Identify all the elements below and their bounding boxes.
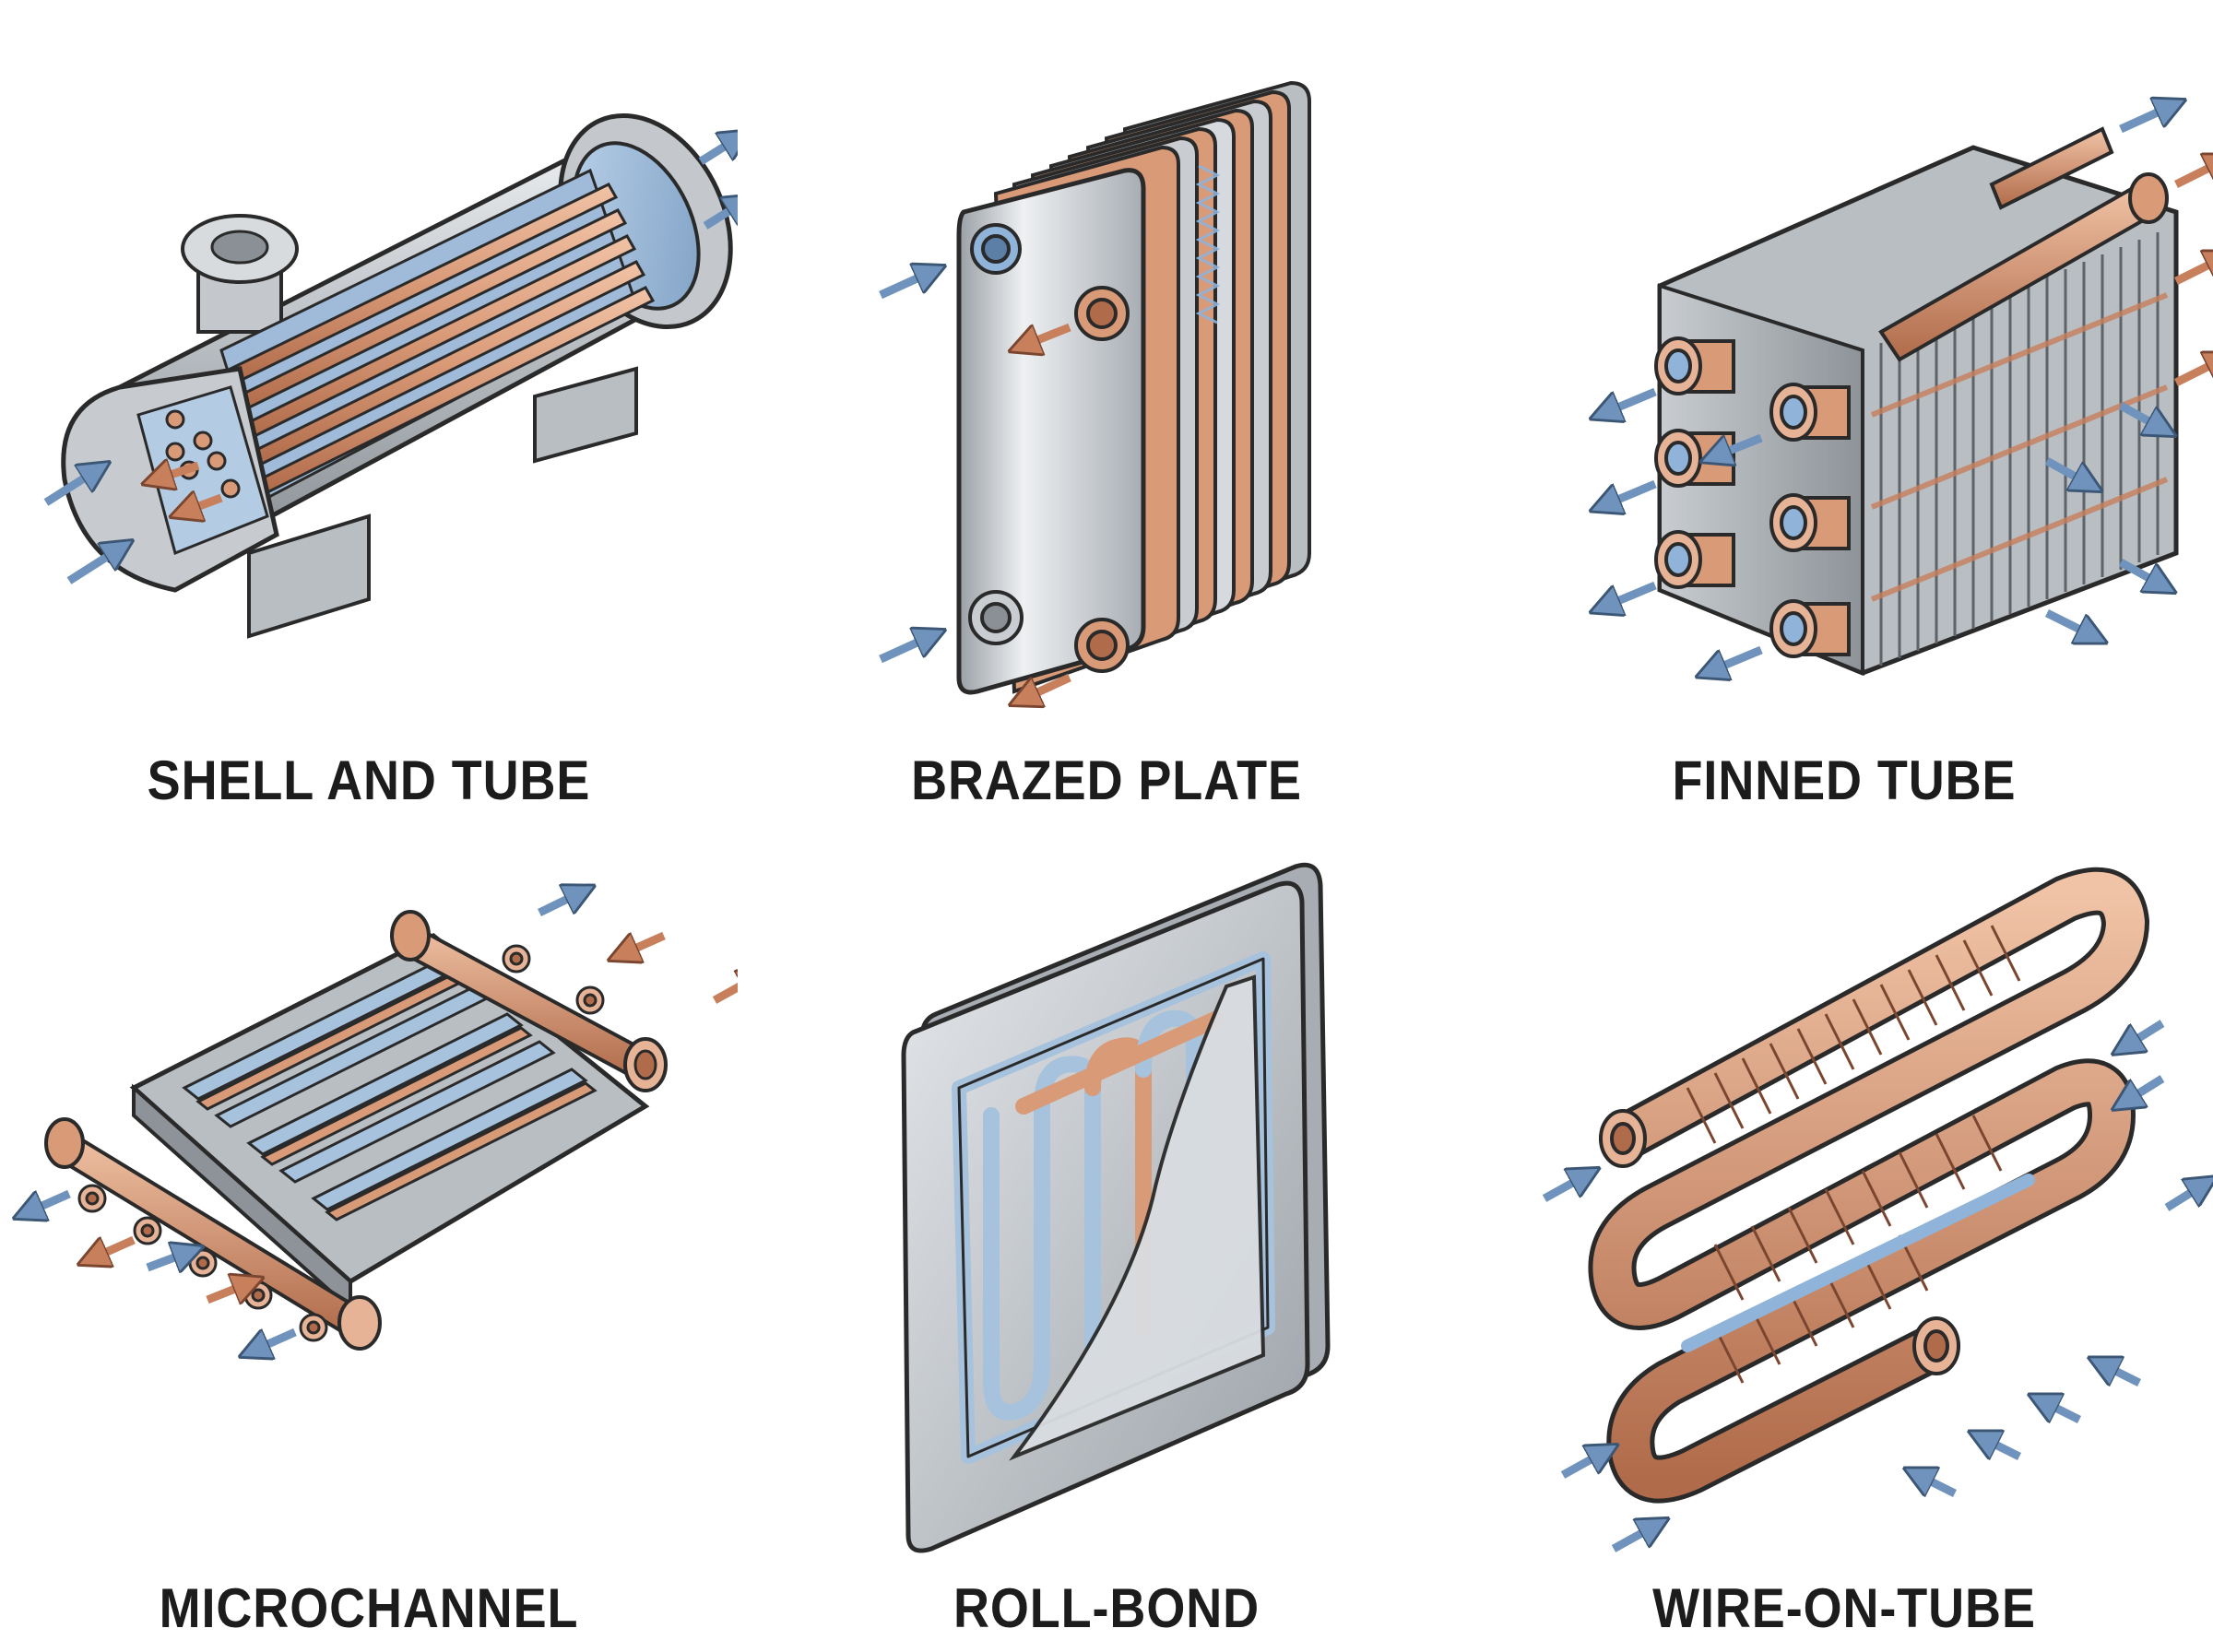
panel-brazed-plate: BRAZED PLATE: [738, 0, 1475, 811]
microchannel-exchanger-icon: [0, 811, 738, 1567]
roll-bond-exchanger-icon: [901, 862, 1331, 1553]
panel-microchannel: MICROCHANNEL: [0, 811, 738, 1652]
panel-shell-and-tube: SHELL AND TUBE: [0, 0, 738, 811]
panel-label: BRAZED PLATE: [911, 749, 1302, 811]
panel-label: FINNED TUBE: [1672, 749, 2017, 811]
panel-label: ROLL-BOND: [953, 1577, 1260, 1639]
finned-tube-exchanger-icon: [1475, 0, 2213, 756]
panel-wire-on-tube: WIRE-ON-TUBE: [1475, 811, 2213, 1652]
brazed-plate-exchanger-icon: [879, 80, 1311, 756]
wire-on-tube-exchanger-icon: [1542, 867, 2213, 1552]
panel-finned-tube: FINNED TUBE: [1475, 0, 2213, 811]
shell-and-tube-exchanger-icon: [43, 112, 738, 639]
panel-label: WIRE-ON-TUBE: [1652, 1577, 2036, 1639]
panel-label: MICROCHANNEL: [159, 1577, 579, 1639]
panel-roll-bond: ROLL-BOND: [738, 811, 1475, 1652]
panel-label: SHELL AND TUBE: [147, 749, 591, 811]
